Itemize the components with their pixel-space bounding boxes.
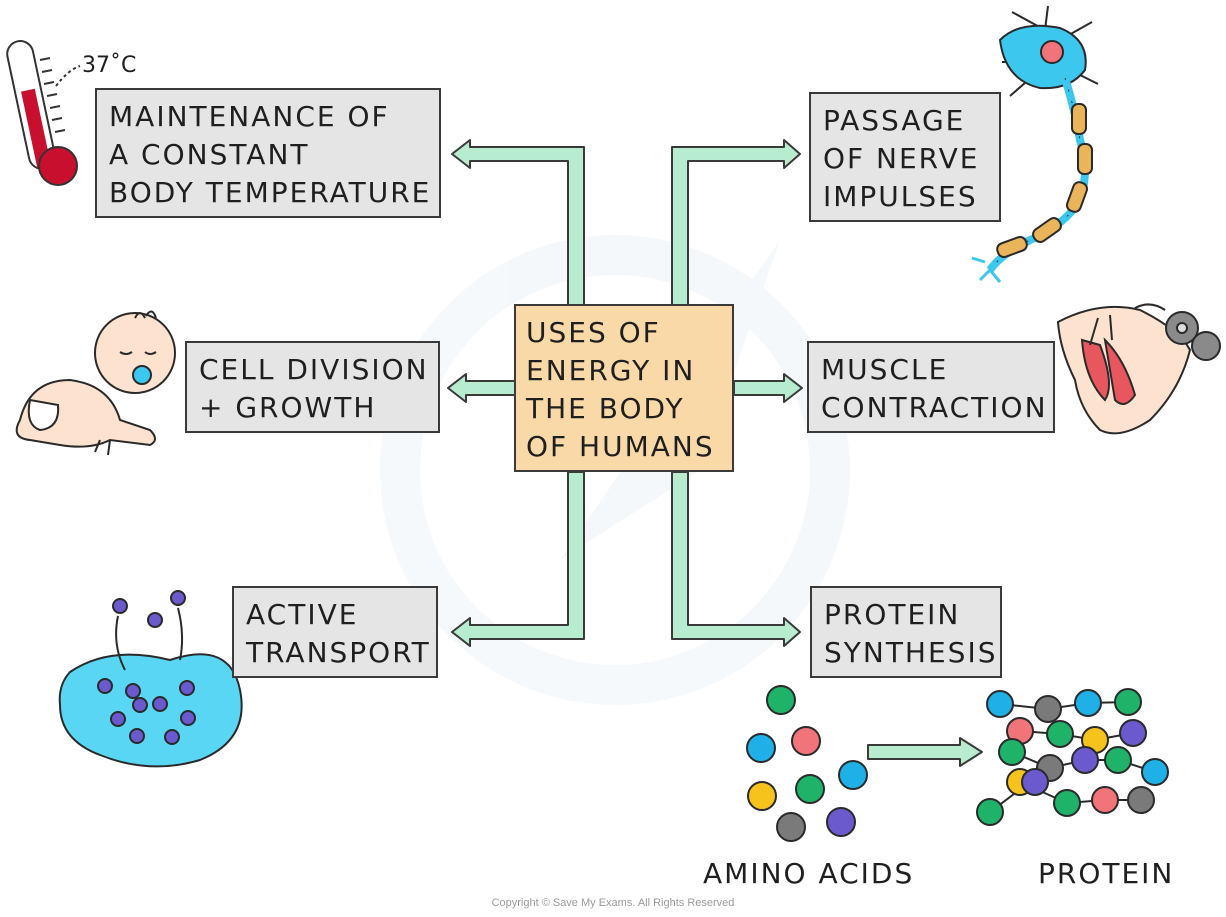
temperature-box: MAINTENANCE OF A CONSTANT BODY TEMPERATU… [95, 88, 441, 218]
muscle-arm-icon [1056, 303, 1221, 435]
center-line-3: THE BODY [526, 392, 685, 425]
neuron-icon [971, 5, 1099, 283]
copyright-notice: Copyright © Save My Exams. All Rights Re… [491, 897, 735, 909]
nerve-box: PASSAGE OF NERVE IMPULSES [809, 92, 1001, 222]
baby-icon [15, 310, 176, 456]
center-box: USES OF ENERGY IN THE BODY OF HUMANS [514, 304, 734, 472]
cell-icon [58, 590, 243, 768]
temperature-line-2: A CONSTANT [109, 138, 310, 171]
arrow-to-nerve [671, 139, 801, 307]
thermometer-icon [6, 40, 81, 186]
center-line-4: OF HUMANS [526, 430, 715, 463]
protein-synthesis-line-1: PROTEIN [824, 598, 961, 631]
muscle-line-1: MUSCLE [821, 353, 949, 386]
transport-line-2: TRANSPORT [246, 636, 431, 669]
amino-acids-icon [746, 685, 868, 842]
arrow-to-protein [671, 471, 801, 647]
arrow-to-muscle [733, 373, 803, 403]
transport-box: ACTIVE TRANSPORT [232, 586, 438, 678]
center-line-2: ENERGY IN [526, 354, 696, 387]
temperature-line-3: BODY TEMPERATURE [109, 176, 432, 209]
growth-line-2: + GROWTH [199, 391, 377, 424]
muscle-line-2: CONTRACTION [821, 391, 1048, 424]
nerve-line-3: IMPULSES [823, 180, 978, 213]
arrow-to-growth [447, 373, 517, 403]
growth-box: CELL DIVISION + GROWTH [185, 341, 440, 433]
growth-line-1: CELL DIVISION [199, 353, 429, 386]
nerve-line-2: OF NERVE [823, 142, 980, 175]
protein-chain-icon [976, 688, 1169, 826]
protein-synthesis-line-2: SYNTHESIS [824, 636, 998, 669]
transport-line-1: ACTIVE [246, 598, 359, 631]
center-line-1: USES OF [526, 316, 661, 349]
thermometer-label: 37˚C [82, 53, 137, 78]
temperature-line-1: MAINTENANCE OF [109, 100, 390, 133]
protein-synthesis-box: PROTEIN SYNTHESIS [810, 586, 1002, 678]
arrow-amino-to-protein [867, 737, 983, 767]
arrow-to-temperature [451, 139, 585, 307]
nerve-line-1: PASSAGE [823, 104, 966, 137]
arrow-to-transport [451, 471, 585, 647]
muscle-box: MUSCLE CONTRACTION [807, 341, 1055, 433]
amino-acids-caption: AMINO ACIDS [703, 857, 915, 890]
protein-caption: PROTEIN [1038, 857, 1175, 890]
